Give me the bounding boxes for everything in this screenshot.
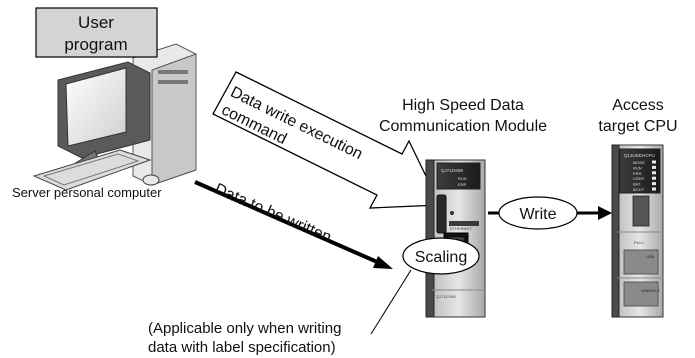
write-arrow-head bbox=[598, 206, 612, 220]
module-bottom-model: QJ71DS96 bbox=[436, 294, 456, 299]
data-written-arrow-head bbox=[373, 256, 393, 269]
user-program-box: User program bbox=[35, 7, 158, 58]
tower-drive-slot bbox=[158, 70, 188, 74]
cpu-model-text: Q13UDEHCPU bbox=[624, 153, 655, 158]
cpu-led-label: ERR. bbox=[633, 171, 643, 176]
cpu-led bbox=[652, 160, 656, 164]
tower-drive-slot bbox=[158, 80, 188, 84]
server-computer bbox=[32, 43, 197, 191]
tower-front bbox=[151, 53, 197, 186]
user-program-rect bbox=[35, 7, 158, 58]
write-label: Write bbox=[519, 206, 556, 223]
module-card-slot bbox=[436, 194, 447, 234]
module-top-panel bbox=[436, 162, 481, 190]
cpu-usb-label: USB bbox=[646, 254, 655, 259]
cpu-led bbox=[652, 182, 656, 186]
data-written-label-group: Data to be written bbox=[212, 181, 334, 247]
keyboard bbox=[32, 149, 152, 191]
data-written-label: Data to be written bbox=[212, 181, 334, 247]
module-run-lamp: RUN bbox=[458, 176, 467, 181]
module-label-strip bbox=[449, 221, 479, 226]
module-led bbox=[450, 211, 454, 215]
cpu-usb-cover bbox=[623, 249, 659, 275]
cpu-led-label: RUN bbox=[633, 165, 642, 170]
module-model-text: QJ71DS96 bbox=[441, 168, 464, 173]
module-title-line1: High Speed Data bbox=[402, 97, 524, 114]
cpu-switch-area bbox=[632, 195, 650, 227]
cpu-pull-label: PULL bbox=[634, 240, 645, 245]
note-line2: data with label specification) bbox=[148, 339, 336, 356]
cpu-led bbox=[652, 187, 656, 191]
note-leader-line bbox=[370, 269, 412, 335]
cpu-led-label: BAT. bbox=[633, 182, 641, 187]
cpu-led-label: BOOT bbox=[633, 187, 645, 192]
cpu-led bbox=[652, 165, 656, 169]
monitor-screen bbox=[65, 67, 127, 147]
scaling-ellipse bbox=[402, 237, 480, 275]
mouse bbox=[142, 174, 160, 186]
cpu-led-label: USER bbox=[633, 176, 644, 181]
module-title-line2: Communication Module bbox=[379, 118, 547, 135]
server-label: Server personal computer bbox=[12, 185, 162, 200]
scaling-label: Scaling bbox=[415, 249, 467, 266]
cpu-top-panel bbox=[619, 148, 661, 194]
cpu-title-line2: target CPU bbox=[598, 118, 677, 135]
user-program-line2: program bbox=[64, 35, 127, 54]
cpu-led-label: MODE bbox=[633, 160, 645, 165]
write-ellipse bbox=[498, 196, 578, 230]
data-written-arrow-line bbox=[194, 180, 385, 267]
cpu-side bbox=[611, 144, 620, 318]
keyboard-keys bbox=[42, 153, 140, 186]
user-program-line1: User bbox=[78, 13, 114, 32]
cpu-title-line1: Access bbox=[612, 97, 664, 114]
module-ethernet-label: ETHERNET bbox=[450, 226, 472, 231]
module-err-lamp: ERR bbox=[458, 182, 467, 187]
cpu-led bbox=[652, 176, 656, 180]
write-command-arrow bbox=[212, 71, 442, 209]
note-line1: (Applicable only when writing bbox=[148, 320, 341, 337]
cpu-led bbox=[652, 171, 656, 175]
cpu-10base-label: 10BASE-T bbox=[641, 288, 660, 293]
cpu-ethernet-cover bbox=[623, 281, 659, 307]
